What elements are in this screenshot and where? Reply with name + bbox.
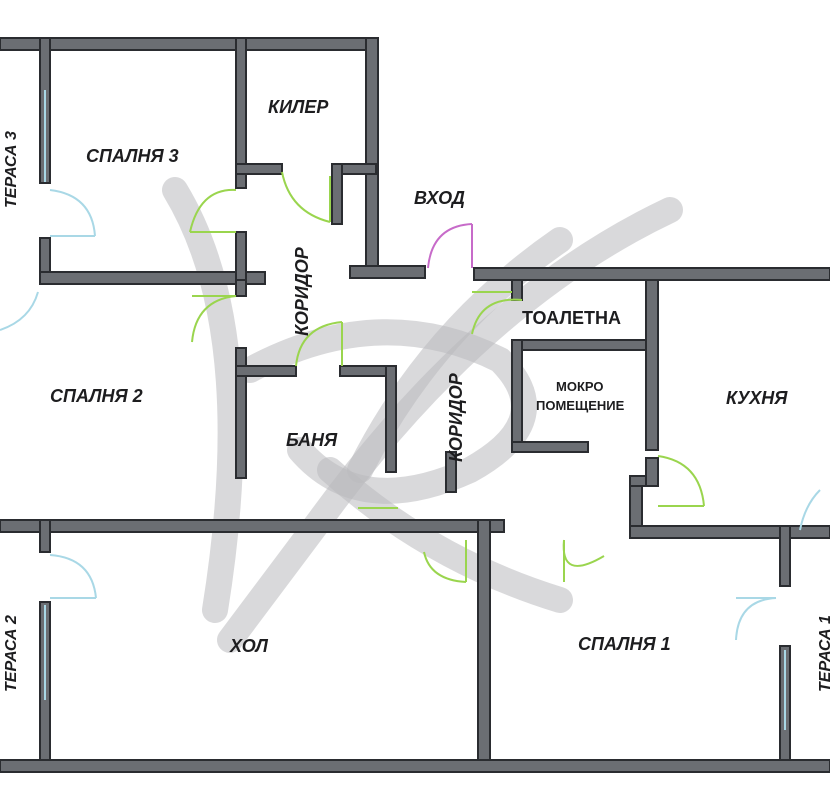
- label-terrace2: ТЕРАСА 2: [3, 615, 20, 692]
- wall-bathroom-right: [385, 365, 397, 473]
- wall-wetroom-left: [511, 339, 523, 453]
- door-kitchen-swing: [657, 455, 705, 507]
- label-bedroom1: СПАЛНЯ 1: [578, 634, 671, 654]
- wall-closet-bottom-left: [235, 163, 283, 175]
- wall-bathroom-left: [235, 347, 247, 479]
- door-living-swing: [423, 551, 467, 583]
- terrace1-door-swing: [735, 597, 777, 641]
- label-corridor-upper: КОРИДОР: [292, 246, 312, 336]
- label-terrace1: ТЕРАСА 1: [817, 615, 830, 692]
- terrace2-door-swing: [49, 554, 97, 599]
- wall-top-right: [473, 267, 830, 281]
- wall-toilet-bottom: [511, 339, 653, 351]
- doors: [189, 171, 705, 583]
- label-terrace3: ТЕРАСА 3: [3, 131, 20, 208]
- door-entrance-swing: [427, 223, 473, 269]
- watermark-logo: [162, 177, 683, 653]
- terrace3-lower-door-swing: [0, 291, 39, 331]
- wall-bathroom-top-left: [235, 365, 297, 377]
- wall-corridor-stub: [445, 451, 457, 493]
- wall-bottom: [0, 759, 830, 773]
- wall-entrance-bottom: [349, 265, 426, 279]
- windows: [0, 90, 821, 730]
- wall-top-left: [0, 37, 379, 51]
- door-bedroom2-swing: [191, 295, 237, 343]
- terrace1-upper-door-swing: [799, 489, 821, 531]
- door-closet-swing: [281, 171, 331, 223]
- label-entrance: ВХОД: [414, 188, 465, 208]
- label-living-room: ХОЛ: [229, 636, 269, 656]
- wall-entrance-left: [365, 37, 379, 279]
- wall-wetroom-bottom: [511, 441, 589, 453]
- label-closet: КИЛЕР: [268, 97, 329, 117]
- label-corridor-lower: КОРИДОР: [446, 372, 466, 462]
- wall-closet-right: [331, 163, 343, 225]
- wall-terrace2-top: [39, 519, 51, 553]
- label-wet-room-line1: МОКРО: [556, 379, 604, 394]
- wall-living-right: [477, 519, 491, 773]
- wall-living-top: [0, 519, 505, 533]
- wall-toilet-left-top: [511, 279, 523, 301]
- door-bedroom1-swing: [562, 539, 605, 567]
- wall-bedroom3-bottom: [39, 271, 266, 285]
- label-bedroom2: СПАЛНЯ 2: [50, 386, 143, 406]
- wall-bedroom3-right-bottom: [235, 231, 247, 285]
- door-toilet-swing: [471, 298, 523, 335]
- room-labels: СПАЛНЯ 3 КИЛЕР ВХОД КОРИДОР КОРИДОР ТОАЛ…: [3, 97, 830, 692]
- label-toilet: ТОАЛЕТНА: [522, 308, 621, 328]
- label-kitchen: КУХНЯ: [726, 388, 788, 408]
- label-bathroom: БАНЯ: [286, 430, 338, 450]
- door-bathroom-swing: [295, 321, 343, 367]
- wall-bedroom3-right-top: [235, 37, 247, 189]
- wall-toilet-right: [645, 279, 659, 451]
- wall-kitchen-stub2: [645, 457, 659, 487]
- label-bedroom3: СПАЛНЯ 3: [86, 146, 179, 166]
- door-bedroom3-swing: [189, 188, 237, 233]
- terrace3-door-swing: [49, 189, 96, 237]
- wall-terrace1-top: [779, 525, 791, 587]
- wall-bedroom2-top-stub: [235, 279, 247, 297]
- label-wet-room-line2: ПОМЕЩЕНИЕ: [536, 398, 625, 413]
